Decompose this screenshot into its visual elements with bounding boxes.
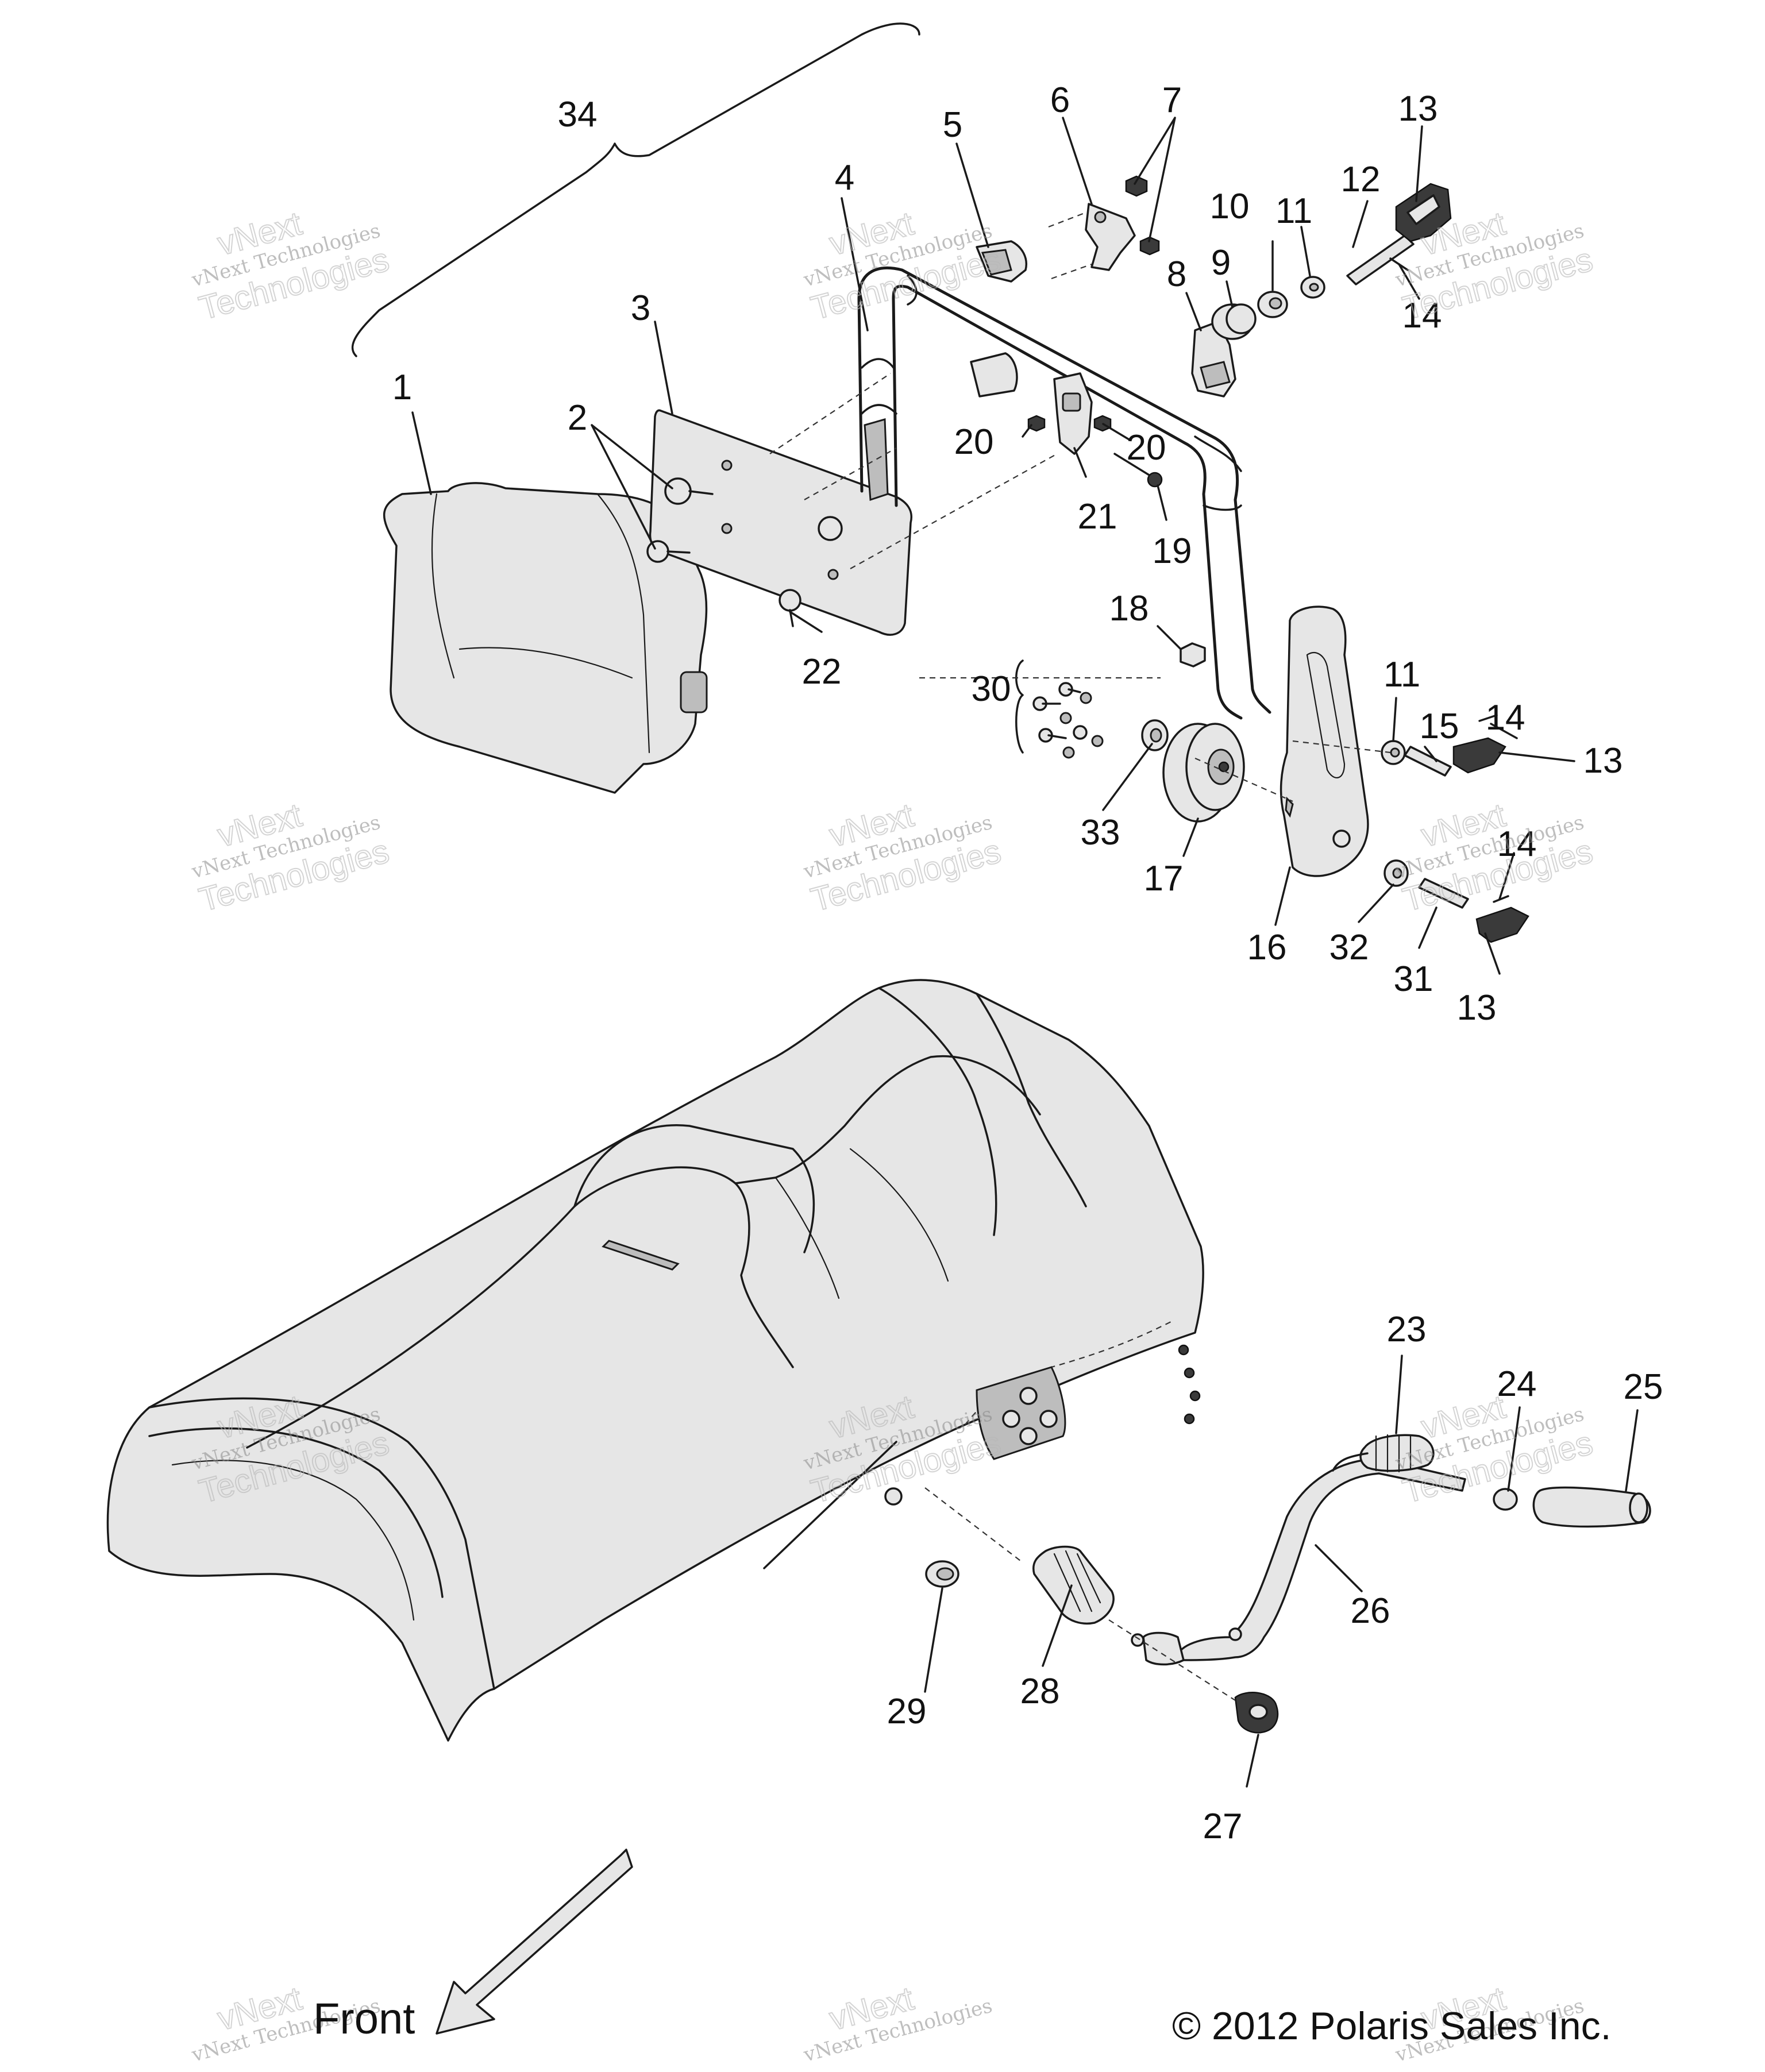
pin-15 (1404, 746, 1452, 777)
callout-16: 16 (1247, 928, 1287, 967)
callout-4: 4 (835, 158, 854, 198)
callout-14-top: 14 (1402, 296, 1442, 335)
callout-19: 19 (1153, 531, 1192, 571)
callout-23: 23 (1387, 1310, 1427, 1349)
clamp-inner (970, 352, 1018, 398)
leader-lines (411, 117, 1639, 1788)
callout-14-mid: 14 (1486, 698, 1525, 738)
side-bracket-16 (1280, 605, 1369, 877)
callout-15: 15 (1420, 707, 1459, 746)
pin-31 (1418, 878, 1469, 909)
grab-handle-26 (1131, 1458, 1466, 1666)
fastener-27 (1234, 1692, 1279, 1734)
callout-11-top: 11 (1275, 191, 1312, 231)
pin-12 (1346, 234, 1415, 285)
front-label: Front (313, 1994, 415, 2043)
callout-30: 30 (972, 669, 1011, 709)
callout-33: 33 (1081, 813, 1120, 852)
grip-23 (1332, 1434, 1435, 1473)
mount-21 (1053, 372, 1093, 455)
front-arrow (436, 1849, 633, 2035)
cap-24 (1493, 1488, 1518, 1511)
bracket-6 (1085, 203, 1136, 271)
callout-26: 26 (1351, 1591, 1390, 1631)
callout-20-left: 20 (954, 422, 994, 462)
grommet-29 (925, 1560, 959, 1588)
assembly-brace (351, 22, 920, 357)
callout-29: 29 (887, 1692, 927, 1731)
callout-9: 9 (1211, 243, 1231, 283)
callout-3: 3 (631, 288, 650, 328)
clip-13-bottom (1475, 906, 1529, 943)
callout-10: 10 (1210, 187, 1250, 226)
clip-13-top (1395, 183, 1452, 242)
hardware-30 (1015, 659, 1104, 759)
callout-20-right: 20 (1127, 428, 1166, 468)
callout-28: 28 (1020, 1672, 1060, 1711)
washer-33 (1141, 719, 1169, 751)
clip-13-mid (1452, 737, 1506, 774)
seat (106, 979, 1204, 1742)
grip-28 (1032, 1545, 1115, 1625)
wheel-17 (1162, 723, 1245, 823)
callout-12: 12 (1341, 160, 1381, 199)
callout-2: 2 (568, 398, 587, 438)
callout-8: 8 (1167, 254, 1186, 294)
callout-31: 31 (1394, 959, 1433, 999)
callout-14-bottom: 14 (1497, 824, 1537, 864)
backrest-frame (857, 267, 1271, 720)
washer-32 (1384, 859, 1409, 887)
bolt-19 (1113, 453, 1163, 488)
callout-13-bottom: 13 (1457, 988, 1497, 1028)
bushing-10 (1257, 291, 1288, 318)
callout-7: 7 (1162, 80, 1182, 120)
copyright-text: © 2012 Polaris Sales Inc. (1172, 2004, 1612, 2048)
clamp-5 (976, 240, 1027, 283)
callout-11-bottom: 11 (1384, 655, 1420, 694)
callout-labels: 1 2 3 4 5 6 7 8 9 10 11 11 12 13 13 13 1… (392, 80, 1663, 1846)
callout-6: 6 (1050, 80, 1070, 120)
grip-25 (1532, 1486, 1651, 1528)
callout-5: 5 (943, 105, 962, 145)
bushing-9 (1211, 303, 1257, 340)
callout-18: 18 (1109, 589, 1149, 628)
washer-11-top (1300, 276, 1325, 299)
callout-22: 22 (802, 652, 842, 692)
callout-13-mid: 13 (1583, 741, 1623, 781)
callout-1: 1 (392, 368, 412, 407)
callout-17: 17 (1144, 859, 1184, 898)
callout-32: 32 (1329, 928, 1369, 967)
callout-25: 25 (1624, 1367, 1663, 1407)
callout-21: 21 (1078, 497, 1117, 537)
callout-27: 27 (1203, 1807, 1243, 1846)
nut-18 (1180, 642, 1206, 667)
callout-24: 24 (1497, 1364, 1537, 1404)
callout-13-top: 13 (1398, 89, 1438, 129)
callout-34: 34 (558, 95, 598, 134)
backrest-pad (383, 482, 708, 794)
backplate (649, 409, 912, 636)
